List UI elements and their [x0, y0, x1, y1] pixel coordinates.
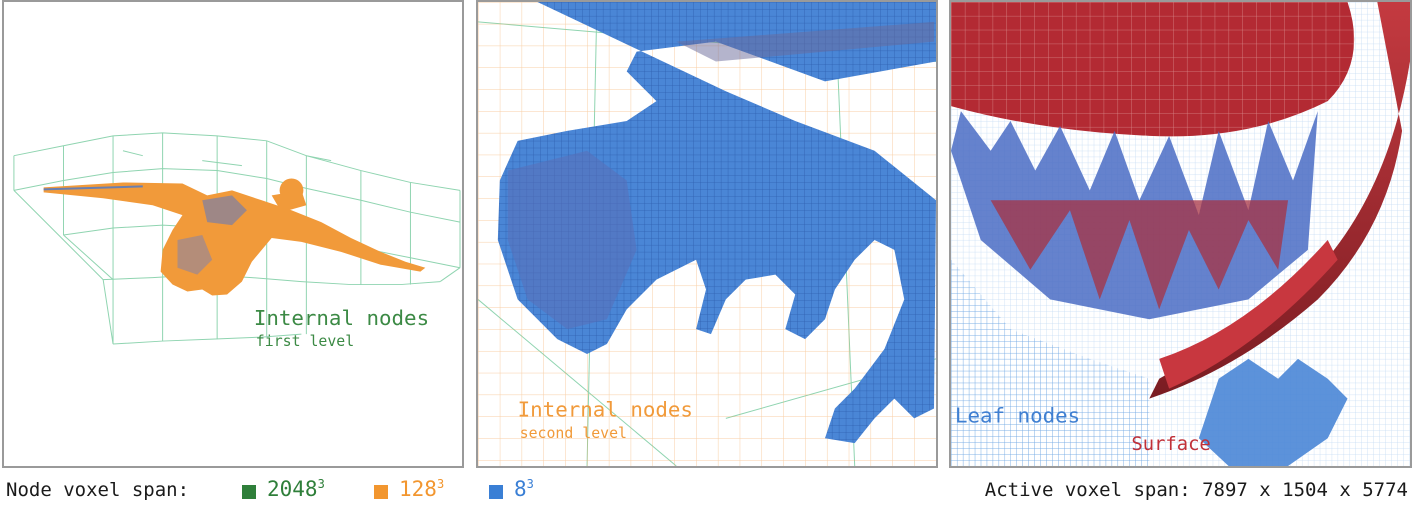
leaf-level-render: Leaf nodes Surface — [951, 2, 1410, 466]
panel-leaf-level: Leaf nodes Surface — [949, 0, 1412, 468]
legend-swatch-blue — [489, 485, 503, 499]
legend-entry-2048: 20483 — [267, 477, 325, 501]
label-internal-nodes-1: Internal nodes — [254, 306, 429, 330]
node-voxel-span-label: Node voxel span: — [6, 479, 190, 501]
label-second-level: second level — [520, 424, 627, 442]
figure-footer: Node voxel span: 20483 1283 83 Active vo… — [0, 470, 1414, 508]
label-internal-nodes-2: Internal nodes — [518, 397, 693, 421]
dragon-level1 — [43, 178, 426, 296]
legend-entry-128: 1283 — [399, 477, 445, 501]
second-level-render: Internal nodes second level — [478, 2, 936, 466]
first-level-render: Internal nodes first level — [13, 132, 461, 350]
panel-second-level: Internal nodes second level — [476, 0, 938, 468]
label-surface: Surface — [1131, 434, 1210, 455]
active-voxel-span: Active voxel span: 7897 x 1504 x 5774 — [984, 479, 1408, 501]
legend-entry-8: 83 — [514, 477, 534, 501]
label-leaf-nodes: Leaf nodes — [955, 403, 1080, 427]
legend-swatch-green — [242, 485, 256, 499]
label-first-level: first level — [256, 332, 354, 350]
dragon-surface — [951, 2, 1410, 466]
dragon-level2 — [497, 2, 936, 444]
panel-first-level: Internal nodes first level — [2, 0, 464, 468]
legend-swatch-orange — [374, 485, 388, 499]
